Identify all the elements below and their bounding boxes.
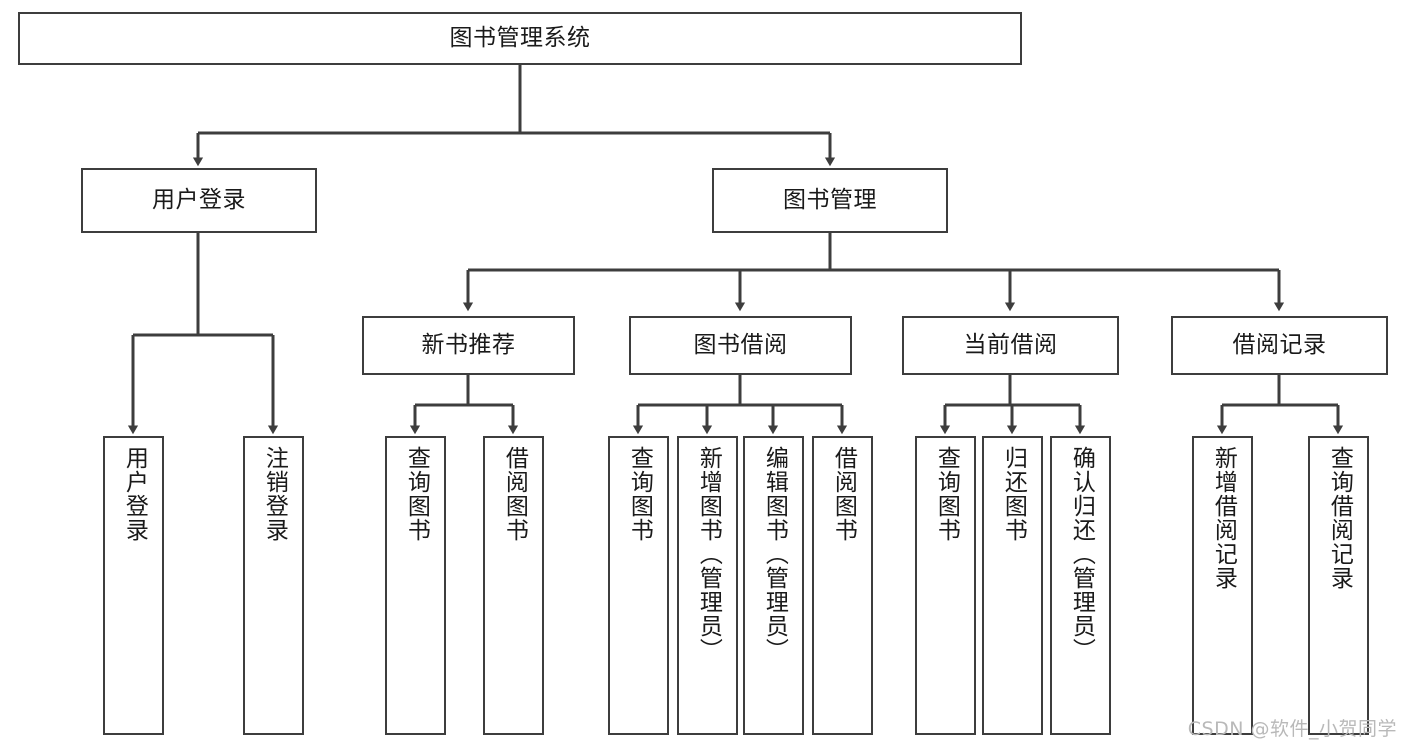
node-leaf-borrow-book-2[interactable]: 借阅图书 <box>812 436 873 735</box>
node-borrow-record-label: 借阅记录 <box>1232 331 1327 358</box>
node-new-book-rec[interactable]: 新书推荐 <box>362 316 575 375</box>
node-book-manage-label: 图书管理 <box>783 186 877 213</box>
node-book-borrow-label: 图书借阅 <box>693 331 788 358</box>
node-leaf-edit-book[interactable]: 编辑图书（管理员） <box>743 436 804 735</box>
node-leaf-query-book-1[interactable]: 查询图书 <box>385 436 446 735</box>
node-leaf-query-book-2[interactable]: 查询图书 <box>608 436 669 735</box>
node-leaf-confirm-return-label: 确认归还（管理员） <box>1068 446 1095 662</box>
node-leaf-confirm-return[interactable]: 确认归还（管理员） <box>1050 436 1111 735</box>
node-leaf-edit-book-label: 编辑图书（管理员） <box>761 446 788 662</box>
node-root-label: 图书管理系统 <box>449 24 591 51</box>
node-leaf-borrow-book-2-label: 借阅图书 <box>830 446 857 542</box>
node-book-manage[interactable]: 图书管理 <box>712 168 948 233</box>
node-leaf-return-book[interactable]: 归还图书 <box>982 436 1043 735</box>
node-current-borrow-label: 当前借阅 <box>963 331 1058 358</box>
node-leaf-query-record[interactable]: 查询借阅记录 <box>1308 436 1369 735</box>
node-root[interactable]: 图书管理系统 <box>18 12 1022 65</box>
node-current-borrow[interactable]: 当前借阅 <box>902 316 1119 375</box>
node-book-borrow[interactable]: 图书借阅 <box>629 316 852 375</box>
node-leaf-add-record[interactable]: 新增借阅记录 <box>1192 436 1253 735</box>
node-user-login[interactable]: 用户登录 <box>81 168 317 233</box>
node-leaf-user-login-label: 用户登录 <box>121 446 148 542</box>
node-leaf-add-book-label: 新增图书（管理员） <box>695 446 722 662</box>
node-borrow-record[interactable]: 借阅记录 <box>1171 316 1388 375</box>
node-leaf-user-login[interactable]: 用户登录 <box>103 436 164 735</box>
node-leaf-query-book-3-label: 查询图书 <box>933 446 960 542</box>
node-leaf-query-record-label: 查询借阅记录 <box>1326 446 1353 590</box>
node-leaf-query-book-3[interactable]: 查询图书 <box>915 436 976 735</box>
node-leaf-return-book-label: 归还图书 <box>1000 446 1027 542</box>
node-leaf-logout[interactable]: 注销登录 <box>243 436 304 735</box>
node-new-book-rec-label: 新书推荐 <box>421 331 516 358</box>
watermark-text: CSDN @软件_小贺同学 <box>1187 718 1397 740</box>
node-leaf-logout-label: 注销登录 <box>261 446 288 542</box>
node-leaf-add-record-label: 新增借阅记录 <box>1210 446 1237 590</box>
node-leaf-query-book-2-label: 查询图书 <box>626 446 653 542</box>
node-user-login-label: 用户登录 <box>152 186 246 213</box>
node-leaf-query-book-1-label: 查询图书 <box>403 446 430 542</box>
node-leaf-borrow-book-1-label: 借阅图书 <box>501 446 528 542</box>
node-leaf-borrow-book-1[interactable]: 借阅图书 <box>483 436 544 735</box>
node-leaf-add-book[interactable]: 新增图书（管理员） <box>677 436 738 735</box>
